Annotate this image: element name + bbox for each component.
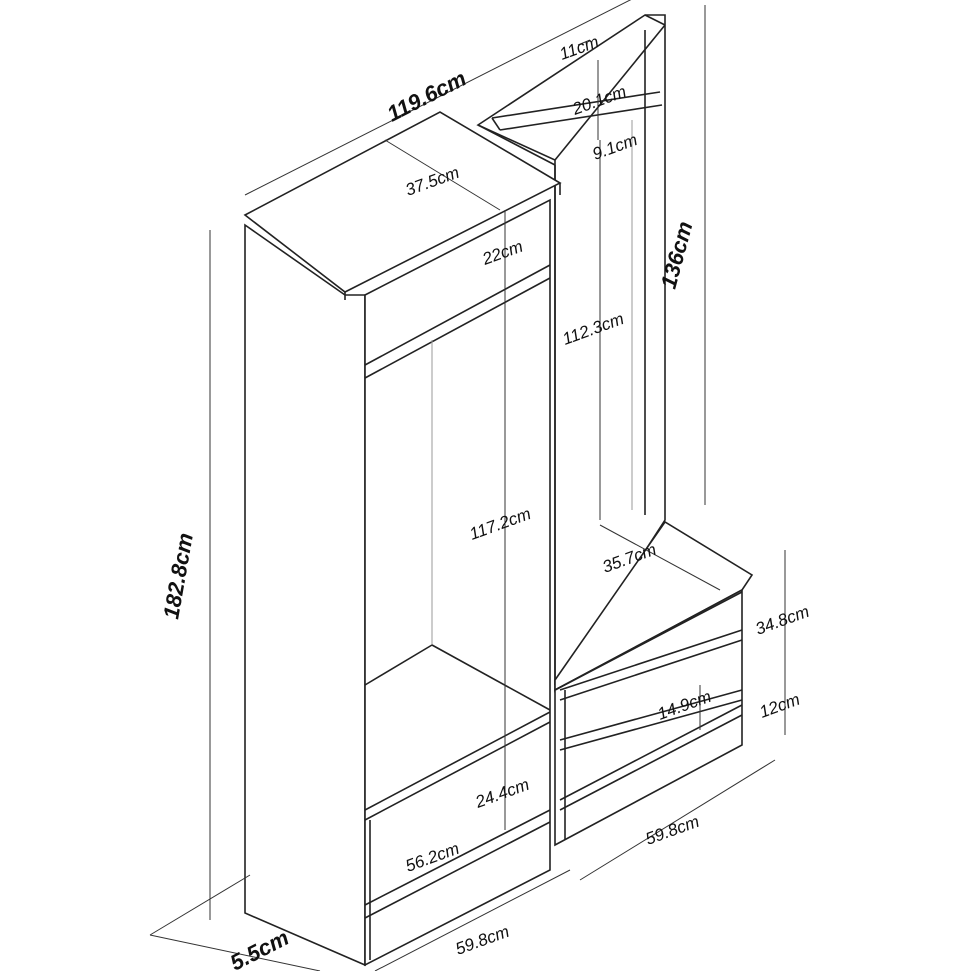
- dimension-lines: [149, 0, 786, 971]
- label-total-width: 119.6cm: [383, 65, 470, 126]
- label-bench-height: 34.8cm: [753, 602, 812, 639]
- bench-unit: [554, 520, 754, 847]
- label-bench-drawer: 12cm: [757, 690, 803, 722]
- label-total-height: 182.8cm: [158, 531, 198, 621]
- wardrobe-unit: [243, 111, 562, 967]
- label-depth: 5.5cm: [226, 925, 293, 971]
- label-tall-width: 59.8cm: [453, 922, 512, 959]
- label-bench-width: 59.8cm: [643, 812, 702, 849]
- coat-rack-unit: [476, 14, 666, 693]
